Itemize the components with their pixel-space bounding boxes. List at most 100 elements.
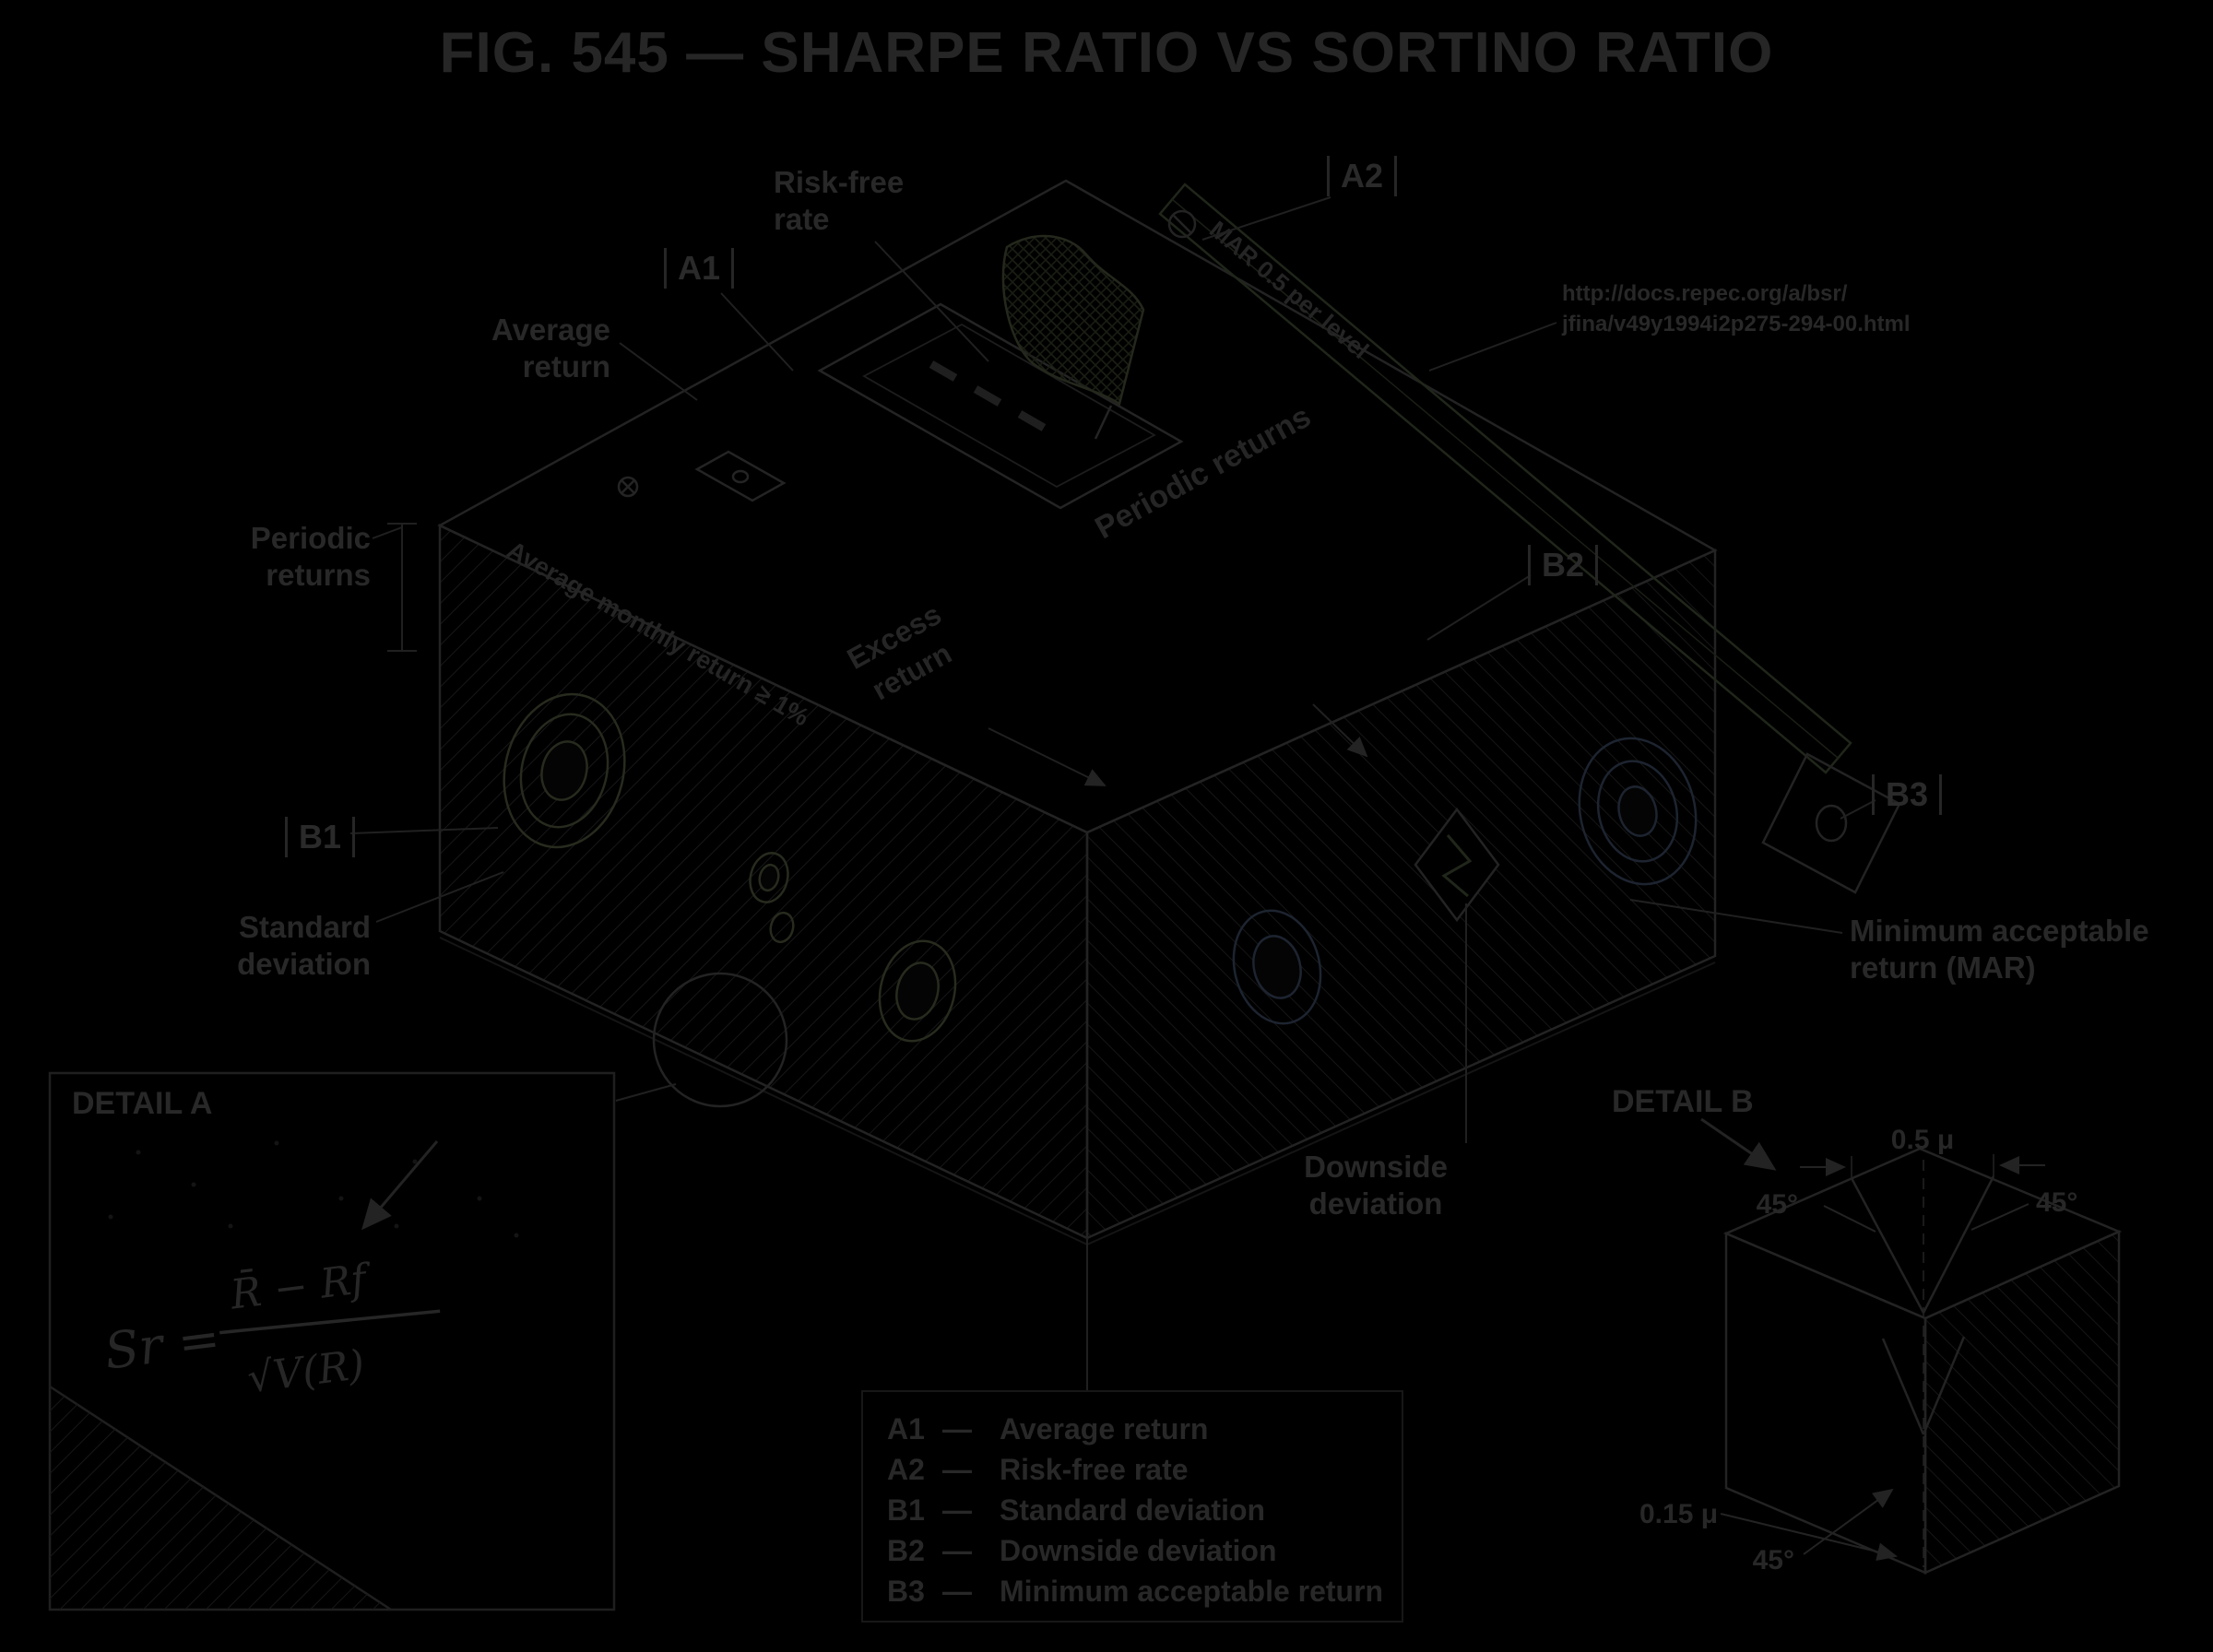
port-ring — [1596, 760, 1679, 863]
dim-top-label: 0.5 μ — [1891, 1125, 1954, 1155]
angle-left-label: 45° — [1757, 1189, 1798, 1220]
rail-screw-icon — [1167, 209, 1197, 239]
top-connector-assembly — [617, 234, 1184, 510]
groove-wall — [1922, 1175, 1995, 1314]
angle-bottom-label: 45° — [1753, 1545, 1794, 1575]
legend-key: B1 — [887, 1493, 925, 1527]
angle-bottom-leader — [1803, 1488, 1894, 1555]
detail-a-hatch-region — [50, 1386, 391, 1610]
leader-mar — [1629, 899, 1843, 934]
port — [1232, 909, 1322, 1025]
port-ring — [519, 713, 609, 829]
legend-key: A2 — [887, 1453, 925, 1486]
formula-lhs: Sr = — [101, 1309, 223, 1381]
rail-end-flange — [1761, 752, 1901, 894]
detail-a-panel: Sr = R̄ − Rf √V(R) — [48, 1071, 616, 1611]
angle-leader-right — [1970, 1203, 2030, 1231]
callout-line: Risk-free — [774, 165, 905, 199]
legend-separator: — — [942, 1412, 972, 1446]
callout-line: returns — [266, 558, 371, 592]
hatched-flag — [1001, 234, 1145, 406]
callout-risk-free-rate: Risk-free rate — [774, 164, 904, 238]
legend-row: A2 — Risk-free rate — [887, 1449, 1402, 1490]
block-right-face — [1085, 549, 1717, 1240]
legend-label: Standard deviation — [1000, 1493, 1266, 1527]
port — [1578, 737, 1698, 886]
arrow-periodic-flow — [1312, 703, 1368, 758]
detail-a-speckle — [108, 1140, 519, 1238]
port-bore — [895, 962, 940, 1021]
leader-b1 — [349, 827, 499, 834]
bracket-hole — [731, 469, 750, 484]
sharpe-formula: Sr = R̄ − Rf √V(R) — [101, 1253, 441, 1402]
legend-label: Downside deviation — [1000, 1534, 1277, 1567]
legend-row: B3 — Minimum acceptable return — [887, 1571, 1402, 1611]
port — [503, 692, 626, 849]
angle-leader-left — [1823, 1205, 1876, 1233]
legend-key: A1 — [887, 1412, 925, 1446]
detail-a-title: DETAIL A — [72, 1086, 213, 1121]
callout-line: Standard — [238, 910, 371, 944]
leader-periodic-returns — [372, 526, 403, 539]
formula-numerator: R̄ − Rf — [227, 1253, 374, 1319]
callout-line: Periodic — [250, 521, 371, 555]
port-bore — [540, 740, 588, 801]
leader-a1 — [720, 292, 794, 372]
callout-line: return (MAR) — [1850, 950, 2036, 985]
callout-line: Average — [491, 313, 610, 347]
leader-a2 — [1201, 196, 1331, 241]
callout-reference-url: http://docs.repec.org/a/bsr/ jfina/v49y1… — [1562, 278, 1911, 339]
legend-row: A1 — Average return — [887, 1409, 1402, 1449]
angle-right-label: 45° — [2036, 1187, 2077, 1218]
right-face-ports — [1232, 737, 1698, 1025]
left-face-ports — [503, 692, 957, 1108]
detail-b-panel: 0.5 μ 45° 45° 0.15 μ 45° — [1639, 1117, 2123, 1575]
leader-detail-a — [615, 1083, 677, 1102]
legend-separator: — — [942, 1493, 972, 1527]
groove-front-wall — [1881, 1338, 1925, 1435]
legend-key: B2 — [887, 1534, 925, 1567]
top-screw-icon — [617, 476, 639, 498]
dim-bottom-label: 0.15 μ — [1639, 1499, 1718, 1529]
leader-b3 — [1840, 799, 1876, 820]
arrow-excess-return — [988, 727, 1106, 786]
fraction-bar — [219, 1309, 441, 1335]
warning-diamond — [1414, 807, 1500, 923]
port-bore — [758, 863, 780, 892]
legend-separator: — — [942, 1534, 972, 1567]
formula-denominator: √V(R) — [244, 1341, 367, 1402]
small-bracket — [694, 450, 787, 502]
legend-label: Average return — [1000, 1412, 1209, 1446]
leader-standard-deviation — [375, 871, 504, 923]
port-bore — [1617, 785, 1658, 837]
callout-standard-deviation: Standard deviation — [237, 909, 371, 983]
figure-title: FIG. 545 — SHARPE RATIO VS SORTINO RATIO — [439, 21, 1774, 85]
port — [749, 852, 789, 903]
leader-average-return — [619, 342, 698, 401]
port — [878, 939, 957, 1043]
legend-key: B3 — [887, 1575, 925, 1608]
lightning-bolt-icon — [1441, 834, 1473, 898]
ref-label-b1: B1 — [284, 817, 356, 857]
rail-midline — [1171, 198, 1839, 759]
callout-minimum-acceptable-return: Minimum acceptable return (MAR) — [1850, 913, 2149, 986]
leader-b2 — [1426, 574, 1532, 641]
legend-row: B1 — Standard deviation — [887, 1490, 1402, 1530]
leader-risk-free — [874, 241, 989, 362]
detail-a-indicator-circle — [652, 972, 788, 1108]
callout-line: return — [522, 349, 610, 384]
ref-label-b3: B3 — [1871, 774, 1943, 815]
callout-downside-deviation: Downside deviation — [1304, 1149, 1448, 1222]
callout-periodic-returns: Periodic returns — [251, 520, 371, 594]
legend-separator: — — [942, 1453, 972, 1486]
callout-line: deviation — [1308, 1186, 1443, 1221]
flange-hole — [1815, 804, 1848, 843]
legend-row: B2 — Downside deviation — [887, 1530, 1402, 1571]
callout-line: Minimum acceptable — [1850, 914, 2149, 948]
flag-pole — [1094, 405, 1113, 440]
connector-plate-inner — [862, 323, 1156, 489]
callout-line: Downside — [1304, 1150, 1448, 1184]
reference-legend: A1 — Average return A2 — Risk-free rate … — [861, 1390, 1403, 1622]
